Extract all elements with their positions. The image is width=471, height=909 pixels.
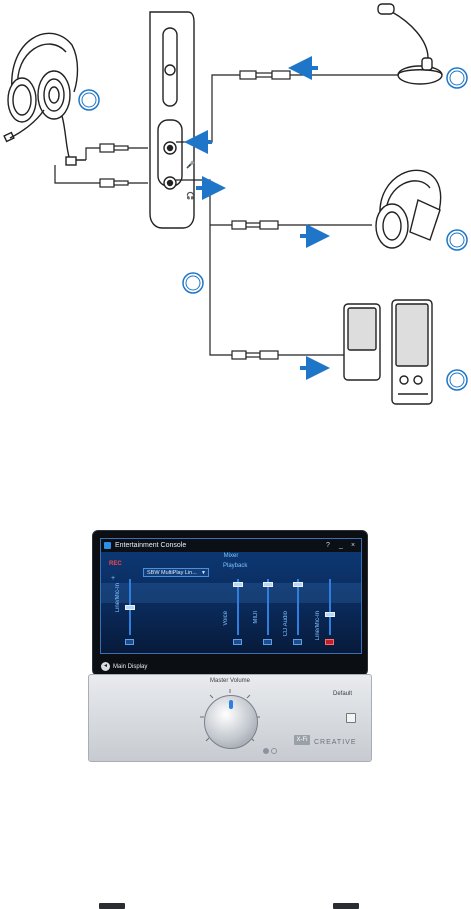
rec-label: REC xyxy=(109,561,122,567)
mode-button[interactable] xyxy=(271,748,277,754)
mute-button[interactable] xyxy=(263,639,272,645)
slider-track xyxy=(267,579,269,635)
channel-label: Line/Mic-In xyxy=(315,611,321,640)
channel-label: CD Audio xyxy=(283,611,289,636)
volume-slider-0[interactable] xyxy=(125,579,135,635)
plus-icon[interactable]: + xyxy=(111,575,115,582)
close-button[interactable]: × xyxy=(348,539,358,552)
microphone-icon xyxy=(378,4,442,84)
entertainment-console: Entertainment Console ? _ × Mixer REC Pl… xyxy=(88,526,370,760)
help-button[interactable]: ? xyxy=(323,539,333,552)
display-icon: ◂ xyxy=(101,662,110,671)
console-chassis: Master Volume Default X-Fi CREATIVE xyxy=(88,674,372,762)
mixer-screen: Entertainment Console ? _ × Mixer REC Pl… xyxy=(100,538,362,654)
headset-icon xyxy=(4,33,86,165)
svg-text:🎤: 🎤 xyxy=(186,160,195,169)
slider-thumb[interactable] xyxy=(293,582,303,587)
volume-slider-2[interactable] xyxy=(263,579,273,635)
connection-diagram: 🎤 🎧 xyxy=(0,0,471,500)
master-volume-knob[interactable] xyxy=(196,687,264,755)
mute-button[interactable] xyxy=(293,639,302,645)
app-logo-icon xyxy=(104,542,111,549)
mute-button[interactable] xyxy=(233,639,242,645)
main-display-button[interactable]: ◂Main Display xyxy=(101,662,147,672)
mute-button[interactable] xyxy=(325,639,334,645)
volume-slider-4[interactable] xyxy=(325,579,335,635)
slider-thumb[interactable] xyxy=(233,582,243,587)
output-cable xyxy=(176,180,372,359)
minimize-button[interactable]: _ xyxy=(336,539,346,552)
volume-slider-1[interactable] xyxy=(233,579,243,635)
xfi-badge: X-Fi xyxy=(294,735,310,745)
window-title: Entertainment Console xyxy=(115,539,186,552)
screen-bezel: Entertainment Console ? _ × Mixer REC Pl… xyxy=(92,530,368,676)
default-button[interactable] xyxy=(346,713,356,723)
headphones-icon xyxy=(376,170,441,248)
chevron-down-icon: ▼ xyxy=(201,569,206,578)
right-foot xyxy=(333,903,359,909)
brand-logo: CREATIVE xyxy=(314,739,357,746)
svg-text:🎧: 🎧 xyxy=(186,191,195,200)
main-display-label: Main Display xyxy=(113,664,147,670)
mixer-title: Mixer xyxy=(101,553,361,559)
screen-highlight xyxy=(101,583,361,603)
slider-track xyxy=(297,579,299,635)
volume-dial[interactable] xyxy=(204,695,258,749)
slider-track xyxy=(329,579,331,635)
slider-thumb[interactable] xyxy=(325,612,335,617)
recording-source-select[interactable]: SBW MultiPlay Lin... ▼ xyxy=(143,568,209,577)
channel-label: MIDI xyxy=(253,611,259,624)
slider-thumb[interactable] xyxy=(263,582,273,587)
volume-slider-3[interactable] xyxy=(293,579,303,635)
speakers-icon xyxy=(344,300,432,404)
mute-button[interactable] xyxy=(125,639,134,645)
channel-label: Line/Mic-In xyxy=(115,583,121,612)
left-foot xyxy=(99,903,125,909)
channel-label: Voice xyxy=(223,611,229,626)
master-volume-label: Master Volume xyxy=(89,678,371,684)
title-bar: Entertainment Console ? _ × xyxy=(101,539,361,552)
slider-thumb[interactable] xyxy=(125,605,135,610)
playback-label: Playback xyxy=(223,563,247,569)
slider-track xyxy=(237,579,239,635)
microphone-cable xyxy=(176,71,400,142)
recording-source-value: SBW MultiPlay Lin... xyxy=(147,570,197,576)
volume-indicator xyxy=(229,700,233,709)
default-label: Default xyxy=(333,691,352,697)
power-led xyxy=(263,748,269,754)
